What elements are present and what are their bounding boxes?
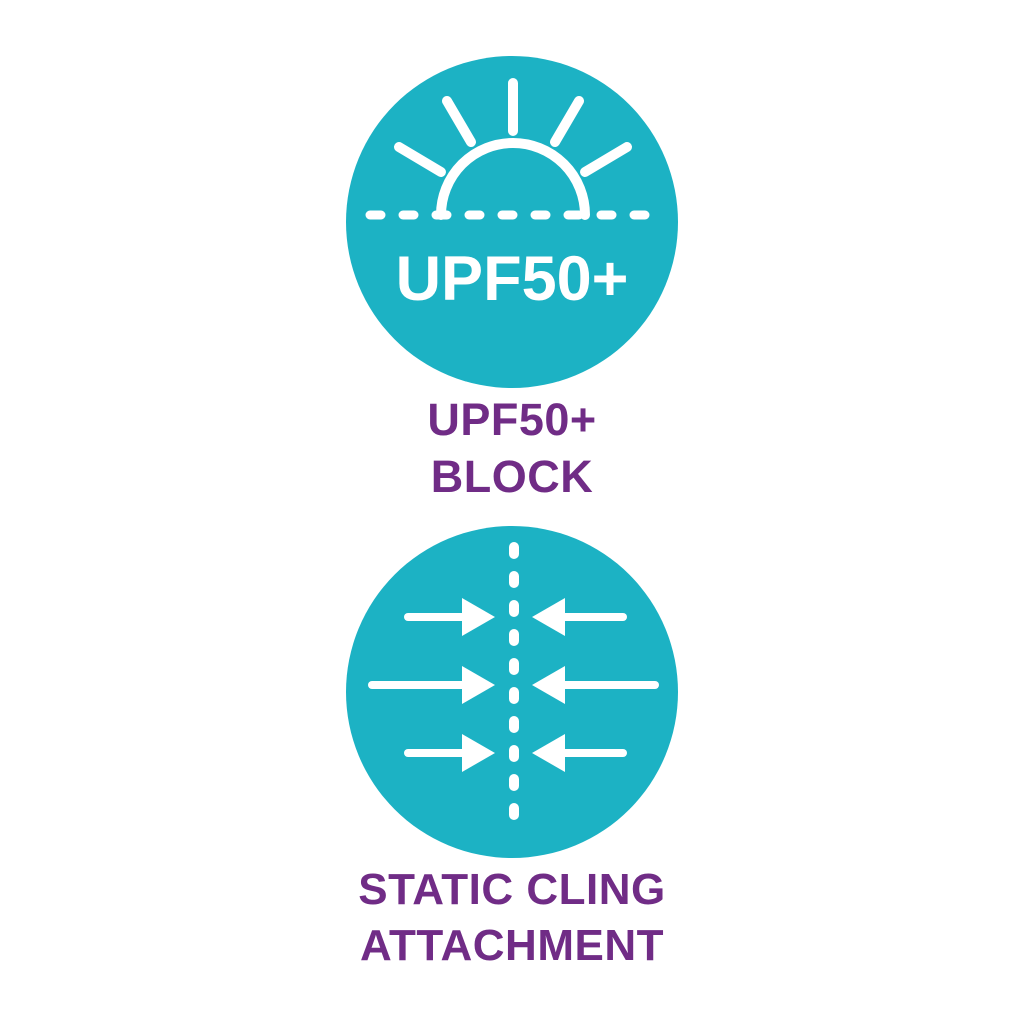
- upf50-badge-icon: UPF50+: [346, 56, 678, 388]
- static-cling-badge-icon: [346, 526, 678, 858]
- sun-icon: [365, 78, 659, 220]
- static-cling-caption-line1: STATIC CLING: [358, 865, 666, 914]
- upf-icon-text: UPF50+: [396, 244, 629, 314]
- badge-circle: [346, 56, 678, 388]
- sun-semicircle: [436, 138, 590, 220]
- attraction-arrows-icon: [368, 598, 659, 772]
- sun-rays-icon: [394, 78, 632, 177]
- upf-caption-line2: BLOCK: [430, 451, 594, 502]
- upf-caption-line1: UPF50+: [427, 394, 597, 445]
- static-cling-caption-line2: ATTACHMENT: [360, 921, 664, 970]
